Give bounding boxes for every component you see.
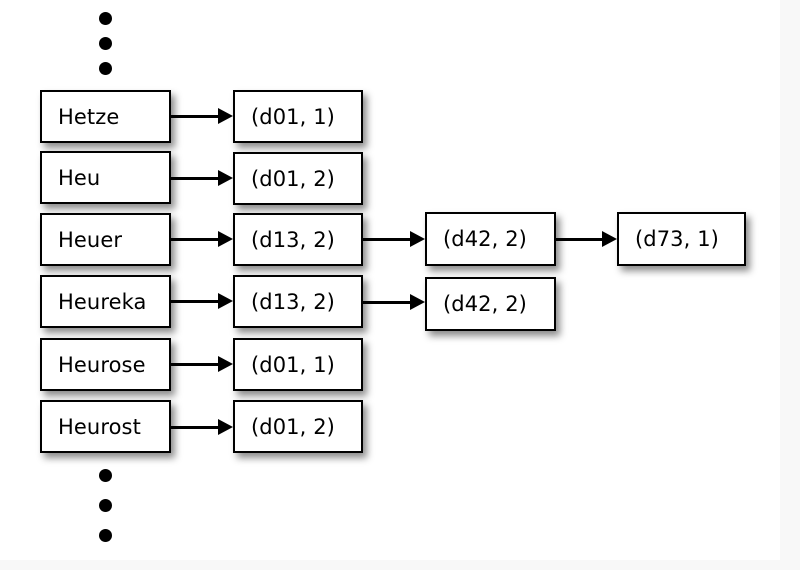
arrow-term-to-posting-5 [171,356,233,372]
term-box-heurost[interactable]: Heurost [40,400,171,453]
posting-box-r1-c1[interactable]: (d01, 1) [233,90,363,143]
arrow-posting-r4-c1-to-c2 [363,294,425,310]
term-box-heureka[interactable]: Heureka [40,275,171,328]
bottom-ellipsis-dot-1 [99,469,112,482]
term-box-heurose[interactable]: Heurose [40,338,171,391]
posting-box-r6-c1[interactable]: (d01, 2) [233,400,363,453]
posting-box-r4-c2[interactable]: (d42, 2) [425,277,556,331]
top-ellipsis-dot-3 [99,62,112,75]
term-box-heu[interactable]: Heu [40,151,171,204]
top-ellipsis-dot-2 [99,37,112,50]
arrow-posting-r3-c1-to-c2 [363,231,425,247]
term-box-heuer[interactable]: Heuer [40,213,171,266]
posting-box-r5-c1[interactable]: (d01, 1) [233,338,363,391]
posting-box-r2-c1[interactable]: (d01, 2) [233,152,363,205]
top-ellipsis-dot-1 [99,12,112,25]
term-box-hetze[interactable]: Hetze [40,90,171,143]
arrow-term-to-posting-1 [171,108,233,124]
posting-box-r3-c1[interactable]: (d13, 2) [233,213,363,266]
arrow-posting-r3-c2-to-c3 [556,231,617,247]
bottom-ellipsis-dot-3 [99,529,112,542]
posting-box-r4-c1[interactable]: (d13, 2) [233,275,363,328]
arrow-term-to-posting-2 [171,170,233,186]
arrow-term-to-posting-3 [171,231,233,247]
posting-box-r3-c3[interactable]: (d73, 1) [617,212,746,266]
bottom-ellipsis-dot-2 [99,499,112,512]
arrow-term-to-posting-4 [171,293,233,309]
arrow-term-to-posting-6 [171,419,233,435]
posting-box-r3-c2[interactable]: (d42, 2) [425,212,556,266]
